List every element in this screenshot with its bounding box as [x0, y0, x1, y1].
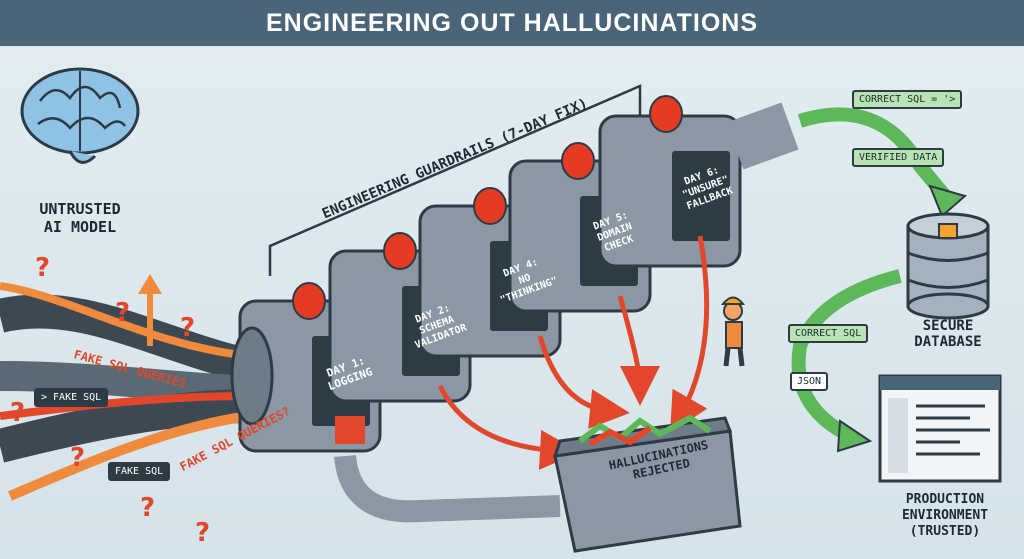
hallucination-stream — [0, 274, 254, 501]
svg-text:?: ? — [195, 518, 210, 548]
production-label-line1: PRODUCTION — [905, 492, 985, 507]
svg-text:?: ? — [140, 493, 155, 523]
source-label: UNTRUSTED AI MODEL — [20, 200, 140, 236]
svg-text:?: ? — [70, 443, 85, 473]
production-label-line2: ENVIRONMENT — [901, 508, 989, 523]
database-label: SECURE DATABASE — [888, 318, 1008, 350]
engineer-figure — [720, 296, 746, 367]
rejection-bin — [552, 414, 742, 553]
outlet-pipe — [726, 102, 799, 170]
production-label-line3: (TRUSTED) — [909, 524, 981, 539]
svg-text:?: ? — [180, 313, 195, 343]
drain-pipe — [334, 454, 561, 523]
database-label-line2: DATABASE — [914, 334, 982, 350]
json-tag: JSON — [790, 372, 829, 391]
verified-data-tag: VERIFIED DATA — [852, 148, 945, 167]
guardrails-bracket — [268, 84, 642, 276]
correct-sql-tag-2: CORRECT SQL — [788, 324, 869, 343]
illustration: ? ? ? ? ? ? ? — [0, 67, 1002, 553]
production-window-icon — [878, 374, 1002, 483]
svg-text:?: ? — [10, 398, 25, 428]
page-title: ENGINEERING OUT HALLUCINATIONS — [265, 8, 759, 37]
question-marks: ? ? ? ? ? ? ? — [10, 253, 210, 548]
production-label: PRODUCTION ENVIRONMENT (TRUSTED) — [870, 492, 1020, 540]
machine-5 — [598, 95, 742, 268]
title-banner: ENGINEERING OUT HALLUCINATIONS — [0, 0, 1024, 46]
svg-text:?: ? — [35, 253, 50, 283]
source-label-line1: UNTRUSTED — [39, 200, 121, 218]
brain-icon — [20, 67, 140, 164]
stream-tag-fake-sql-1: > FAKE SQL — [34, 388, 109, 407]
database-label-line1: SECURE — [922, 318, 974, 334]
reject-arrows — [437, 235, 710, 470]
svg-text:?: ? — [115, 298, 130, 328]
database-icon — [906, 212, 990, 320]
correct-sql-tag: CORRECT SQL = '> — [852, 90, 963, 109]
source-label-line2: AI MODEL — [43, 218, 117, 236]
stream-tag-fake-sql-2: FAKE SQL — [108, 462, 171, 481]
